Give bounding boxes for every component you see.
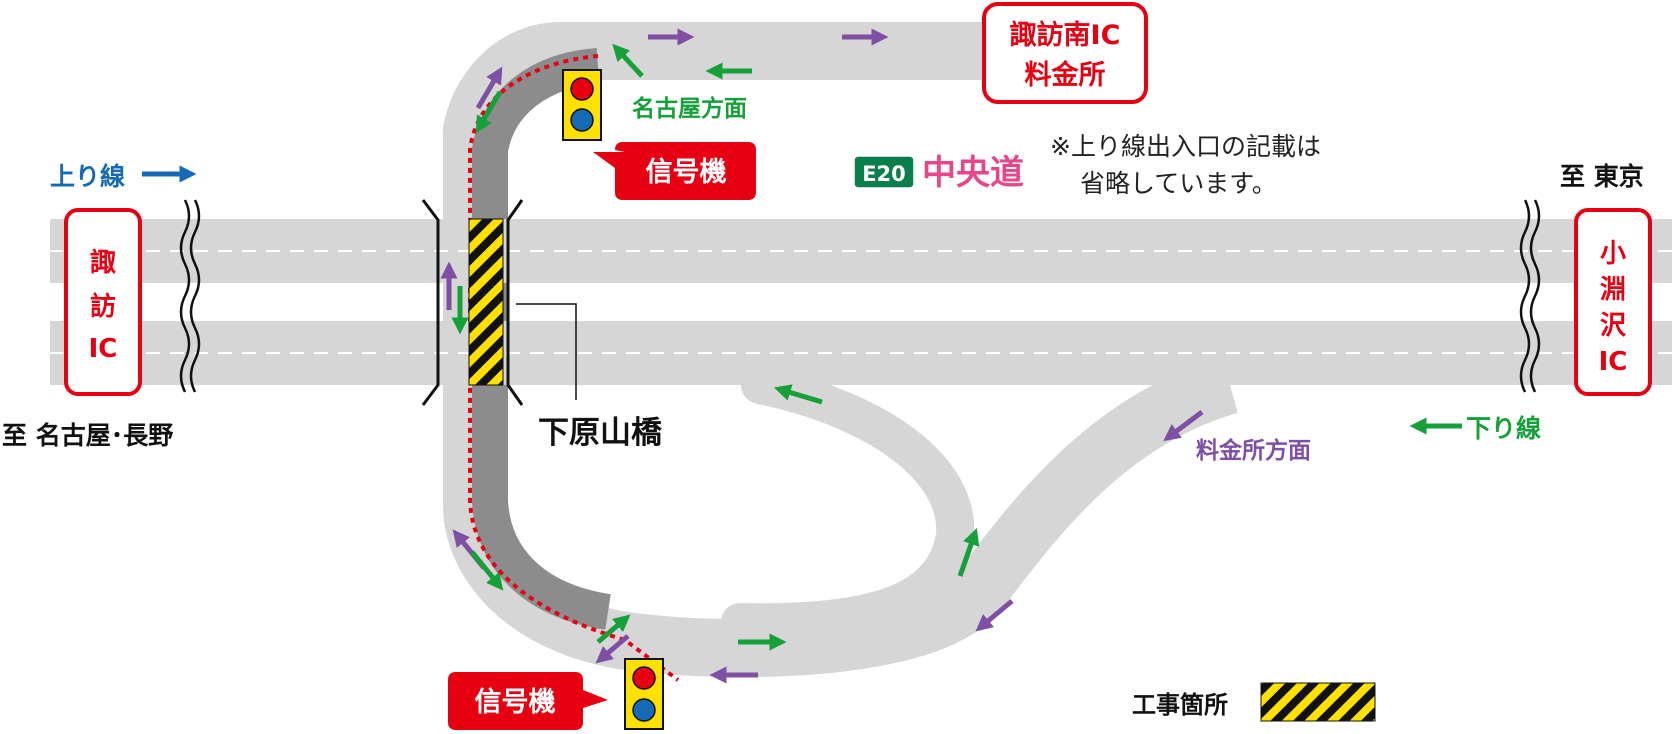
suwa-minami-ic-label: 諏訪南IC 料金所 — [982, 2, 1148, 104]
expressway-name: 中央道 — [922, 153, 1024, 193]
signal-callout-top: 信号機 — [593, 142, 756, 200]
traffic-light-blue — [570, 108, 594, 132]
signal-label-top: 信号機 — [646, 157, 727, 188]
arrow-green — [957, 527, 980, 577]
note-line2: 省略しています。 — [1080, 169, 1277, 198]
suwa-minami-ic-tollgate: 料金所 — [1025, 59, 1106, 91]
arrow-purple — [975, 599, 1014, 632]
construction-zone — [468, 218, 504, 386]
signal-label-bottom: 信号機 — [475, 687, 556, 718]
kobuchizawa-ic-char: 沢 — [1600, 311, 1627, 341]
road-break-right — [1529, 199, 1541, 393]
construction-legend: 工事箇所 — [1132, 682, 1376, 722]
traffic-light-red — [632, 666, 656, 690]
to-nagoya-nagano-label: 至 名古屋･長野 — [2, 421, 173, 450]
bridge-name: 下原山橋 — [538, 415, 663, 451]
suwa-minami-ic-name: 諏訪南IC — [1010, 19, 1121, 51]
road-break-left — [179, 199, 191, 393]
nagoya-direction-label: 名古屋方面 — [632, 95, 747, 122]
suwa-ic-char: 諏 — [90, 248, 116, 278]
ramp-network — [50, 22, 1672, 682]
suwa-ic-char: IC — [89, 334, 118, 364]
traffic-light-red — [570, 77, 594, 101]
traffic-signal-top — [562, 69, 602, 141]
arrow-purple — [1163, 410, 1204, 442]
signal-callout-bottom: 信号機 — [448, 672, 608, 730]
route-number: E20 — [862, 162, 906, 186]
bridge-leader-line — [516, 303, 577, 400]
arrow-purple — [475, 66, 503, 110]
construction-legend-label: 工事箇所 — [1132, 691, 1228, 719]
closed-section-road — [472, 48, 612, 630]
kobuchizawa-ic-label: 小 淵 沢 IC — [1574, 208, 1652, 396]
inbound-line-label: 上り線 — [50, 162, 125, 191]
construction-legend-swatch — [1260, 682, 1376, 722]
suwa-ic-label: 諏 訪 IC — [64, 208, 142, 396]
kobuchizawa-ic-char: 淵 — [1600, 275, 1626, 305]
to-tokyo-label: 至 東京 — [1560, 162, 1644, 191]
arrow-green — [470, 550, 504, 591]
loop-ramp — [721, 366, 975, 642]
arrow-purple — [595, 634, 630, 664]
note-line1: ※上り線出入口の記載は — [1050, 132, 1321, 161]
closed-section-boundary — [468, 54, 680, 682]
kobuchizawa-ic-char: IC — [1599, 347, 1628, 377]
suwa-ic-char: 訪 — [90, 291, 116, 322]
outbound-line-label: 下り線 — [1466, 414, 1541, 443]
arrow-green — [596, 614, 631, 644]
road-break-right — [1519, 199, 1531, 393]
arrow-green — [612, 43, 644, 78]
arrow-green — [773, 384, 823, 405]
bridge-bracket-right — [506, 199, 524, 406]
tollgate-direction-label: 料金所方面 — [1196, 437, 1311, 464]
traffic-light-blue — [632, 698, 656, 722]
bridge-bracket-left — [421, 199, 440, 406]
route-sign: E20 — [853, 155, 915, 189]
kobuchizawa-ic-char: 小 — [1600, 239, 1626, 269]
direction-arrows — [142, 28, 1462, 684]
traffic-signal-bottom — [624, 658, 664, 730]
arrow-green — [475, 90, 503, 134]
road-break-left — [189, 199, 201, 393]
